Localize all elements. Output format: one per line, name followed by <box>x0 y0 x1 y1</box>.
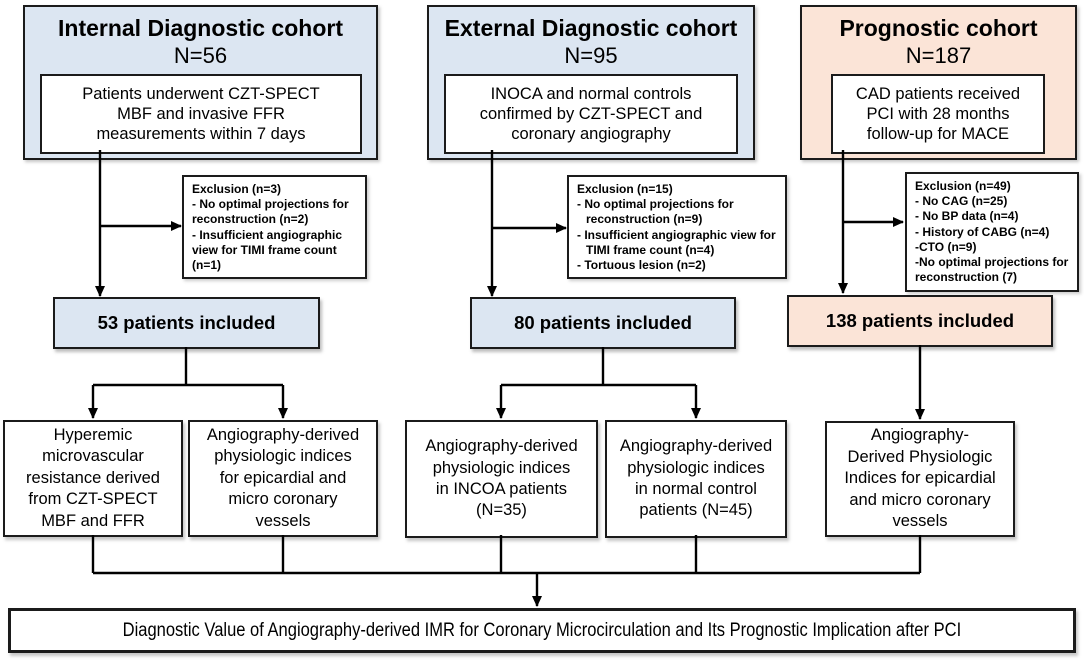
exclusion-title: Exclusion (n=3) <box>192 182 282 196</box>
exclusion-item: - No BP data (n=4) <box>915 209 1019 224</box>
cohort-description: INOCA and normal controls confirmed by C… <box>444 74 738 154</box>
outcome-angio-indices-epicardial-box: Angiography-derived physiologic indices … <box>188 420 378 537</box>
cohort-title: Internal Diagnostic cohort <box>58 15 343 41</box>
cohort-title: Prognostic cohort <box>839 15 1038 41</box>
exclusion-internal-box: Exclusion (n=3) - No optimal projections… <box>182 175 367 280</box>
exclusion-item: -CTO (n=9) <box>915 239 977 254</box>
cohort-title: External Diagnostic cohort <box>444 15 738 41</box>
conclusion-text: Diagnostic Value of Angiography-derived … <box>122 619 962 641</box>
exclusion-prognostic-box: Exclusion (n=49) - No CAG (n=25) - No BP… <box>905 172 1079 292</box>
outcome-angio-indices-inoca-box: Angiography-derived physiologic indices … <box>405 420 598 538</box>
exclusion-external-box: Exclusion (n=15) - No optimal projection… <box>567 175 787 280</box>
exclusion-title: Exclusion (n=15) <box>577 182 673 196</box>
cohort-sample-size: N=95 <box>564 42 618 68</box>
exclusion-item: - No optimal projections for reconstruct… <box>577 197 734 227</box>
exclusion-title: Exclusion (n=49) <box>915 179 1011 193</box>
exclusion-item: -No optimal projections for reconstructi… <box>915 255 1069 285</box>
exclusion-item: - Tortuous lesion (n=2) <box>577 258 706 273</box>
exclusion-item: - Insufficient angiographic view for TIM… <box>577 227 776 257</box>
included-prognostic-box: 138 patients included <box>787 295 1053 347</box>
cohort-sample-size: N=56 <box>173 42 228 68</box>
included-label: 53 patients included <box>97 312 276 333</box>
exclusion-item: - History of CABG (n=4) <box>915 224 1050 239</box>
included-label: 80 patients included <box>514 312 692 333</box>
conclusion-box: Diagnostic Value of Angiography-derived … <box>8 608 1076 653</box>
cohort-external-diagnostic-box: External Diagnostic cohort N=95 INOCA an… <box>427 5 755 160</box>
outcome-angio-indices-prognostic-box: Angiography- Derived Physiologic Indices… <box>825 421 1015 537</box>
cohort-description: Patients underwent CZT-SPECT MBF and inv… <box>40 74 362 154</box>
included-external-box: 80 patients included <box>470 297 736 349</box>
exclusion-item: - No CAG (n=25) <box>915 194 1008 209</box>
cohort-internal-diagnostic-box: Internal Diagnostic cohort N=56 Patients… <box>23 5 378 160</box>
exclusion-item: - Insufficient angiographic view for TIM… <box>192 227 343 273</box>
exclusion-item: - No optimal projections for reconstruct… <box>192 197 349 227</box>
cohort-prognostic-box: Prognostic cohort N=187 CAD patients rec… <box>800 5 1077 160</box>
cohort-description: CAD patients received PCI with 28 months… <box>831 74 1045 154</box>
included-label: 138 patients included <box>825 310 1015 331</box>
outcome-angio-indices-normal-box: Angiography-derived physiologic indices … <box>605 420 787 538</box>
outcome-hyperemic-resistance-box: Hyperemic microvascular resistance deriv… <box>3 420 183 537</box>
cohort-sample-size: N=187 <box>905 42 972 68</box>
included-internal-box: 53 patients included <box>53 297 320 349</box>
